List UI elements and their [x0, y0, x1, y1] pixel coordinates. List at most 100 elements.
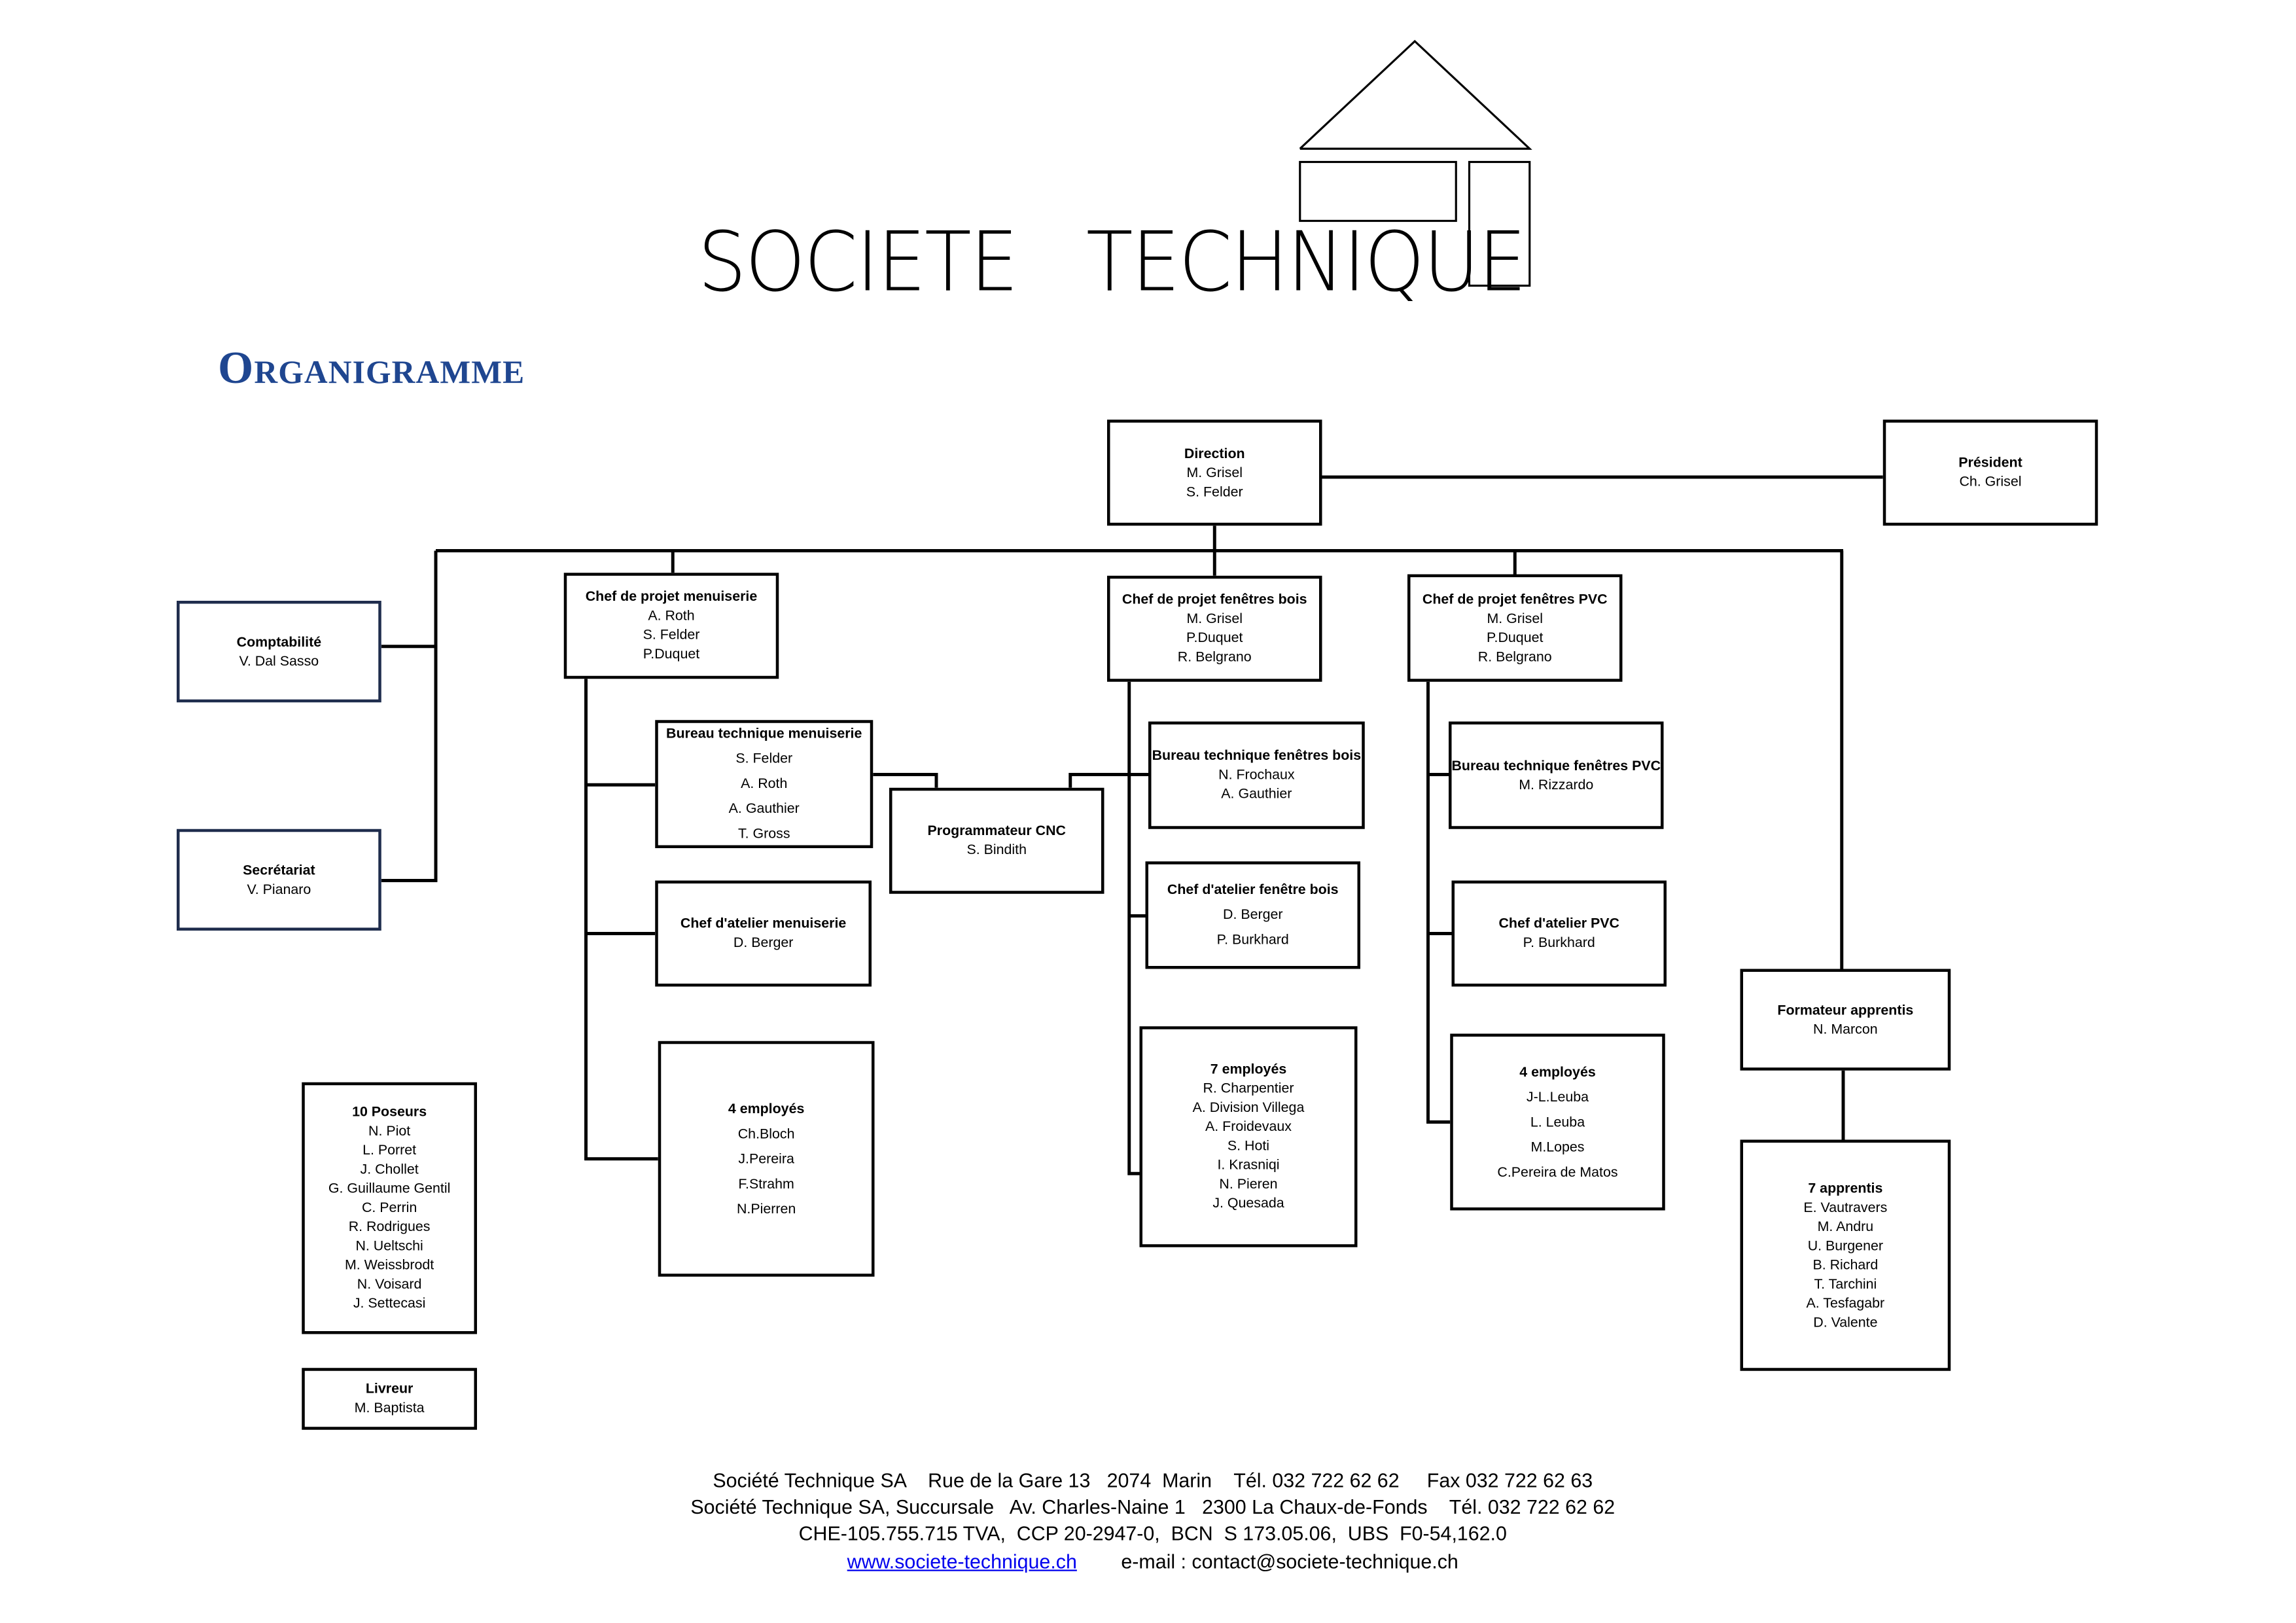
box-member-name: V. Dal Sasso	[239, 652, 319, 669]
box-member-name: A. Roth	[648, 608, 695, 624]
box-member-name: D. Valente	[1813, 1314, 1878, 1330]
box-member-name: N.Pierren	[736, 1200, 796, 1217]
box-member-name: R. Belgrano	[1477, 649, 1552, 665]
box-member-name: J-L.Leuba	[1526, 1088, 1589, 1105]
box-member-name: A. Division Villega	[1192, 1099, 1305, 1116]
box-member-name: N. Piot	[368, 1123, 411, 1140]
box-member-name: V. Pianaro	[247, 881, 311, 898]
box-title: Chef d'atelier menuiserie	[680, 916, 847, 933]
box-member-name: P.Duquet	[1487, 629, 1544, 646]
box-member-name: P.Duquet	[643, 646, 700, 663]
box-member-name: M. Grisel	[1186, 464, 1243, 481]
box-member-name: T. Gross	[737, 826, 790, 842]
company-logo-text: SOCIETE TECHNIQUE	[698, 215, 1527, 311]
org-box-bureau-pvc: Bureau technique fenêtres PVC M. Rizzardo	[1449, 721, 1664, 829]
footer-contact: www.societe-technique.ch e-mail : contac…	[564, 1550, 1742, 1573]
box-member-name: C. Perrin	[361, 1200, 417, 1217]
box-title: Président	[1958, 455, 2022, 471]
box-member-name: S. Felder	[735, 751, 793, 768]
footer-address-branch: Société Technique SA, Succursale Av. Cha…	[690, 1496, 1616, 1518]
org-box-direction: Direction M. Grisel S. Felder	[1107, 419, 1322, 526]
box-title: Chef de projet fenêtres PVC	[1422, 591, 1608, 608]
box-member-name: M. Baptista	[354, 1400, 425, 1417]
box-member-name: S. Bindith	[966, 842, 1027, 859]
box-title: 10 Poseurs	[352, 1104, 427, 1121]
box-title: Chef de projet fenêtres bois	[1122, 592, 1307, 609]
box-member-name: N. Voisard	[357, 1276, 422, 1293]
box-member-name: M. Rizzardo	[1519, 776, 1594, 793]
box-title: 4 employés	[728, 1100, 805, 1117]
org-box-secretariat: Secrétariat V. Pianaro	[177, 829, 381, 931]
box-member-name: J. Chollet	[360, 1162, 419, 1178]
box-member-name: N. Ueltschi	[355, 1238, 423, 1255]
box-title: Bureau technique fenêtres bois	[1152, 748, 1362, 764]
box-member-name: R. Charpentier	[1203, 1080, 1294, 1097]
box-title: Livreur	[365, 1381, 414, 1398]
box-title: Bureau technique fenêtres PVC	[1451, 757, 1661, 774]
box-title: Chef d'atelier fenêtre bois	[1167, 882, 1339, 899]
box-member-name: S. Hoti	[1227, 1138, 1270, 1154]
box-member-name: M.Lopes	[1530, 1139, 1585, 1156]
box-member-name: D. Berger	[1223, 907, 1283, 923]
box-member-name: E. Vautravers	[1803, 1199, 1888, 1216]
box-title: Chef d'atelier PVC	[1498, 916, 1619, 933]
box-member-name: R. Belgrano	[1177, 649, 1252, 666]
box-title: 7 employés	[1210, 1061, 1287, 1078]
box-member-name: N. Frochaux	[1218, 767, 1295, 783]
box-member-name: J. Settecasi	[353, 1296, 426, 1312]
box-member-name: P. Burkhard	[1523, 935, 1595, 952]
box-member-name: P. Burkhard	[1216, 932, 1289, 948]
page-title: Organigramme	[218, 342, 525, 393]
box-member-name: D. Berger	[733, 935, 794, 952]
box-member-name: A. Gauthier	[1221, 786, 1292, 803]
box-member-name: A. Gauthier	[728, 801, 800, 817]
box-member-name: M. Grisel	[1186, 611, 1243, 628]
box-member-name: B. Richard	[1812, 1257, 1879, 1274]
org-box-atelier-bois: Chef d'atelier fenêtre bois D. Berger P. B…	[1145, 861, 1360, 969]
box-member-name: U. Burgener	[1807, 1238, 1883, 1254]
box-member-name: Ch.Bloch	[737, 1126, 795, 1142]
box-member-name: M. Weissbrodt	[344, 1257, 434, 1274]
website-link[interactable]: www.societe-technique.ch	[847, 1550, 1077, 1573]
org-box-employes-bois: 7 employés R. Charpentier A. Division Vill…	[1139, 1026, 1358, 1247]
footer-address-main: Société Technique SA Rue de la Gare 13 2…	[713, 1469, 1593, 1492]
box-member-name: P.Duquet	[1186, 630, 1243, 647]
box-member-name: G. Guillaume Gentil	[328, 1181, 451, 1198]
email-text: e-mail : contact@societe-technique.ch	[1121, 1550, 1458, 1573]
box-member-name: S. Felder	[1186, 484, 1243, 500]
box-member-name: N. Marcon	[1813, 1021, 1878, 1038]
box-member-name: F.Strahm	[738, 1175, 794, 1192]
logo-window	[1299, 160, 1457, 223]
org-box-apprentis: 7 apprentis E. Vautravers M. Andru U. Burge…	[1740, 1139, 1951, 1371]
box-title: Bureau technique menuiserie	[666, 726, 862, 742]
box-member-name: C.Pereira de Matos	[1497, 1164, 1618, 1181]
box-member-name: S. Felder	[643, 627, 700, 644]
box-member-name: Ch. Grisel	[1959, 474, 2022, 491]
org-box-bureau-menuiserie: Bureau technique menuiserie S. Felder A. R…	[655, 720, 874, 848]
footer-bank-details: CHE-105.755.715 TVA, CCP 20-2947-0, BCN …	[798, 1522, 1507, 1545]
box-member-name: A. Froidevaux	[1205, 1119, 1292, 1135]
box-member-name: A. Roth	[741, 776, 788, 793]
box-title: 7 apprentis	[1808, 1180, 1883, 1197]
box-member-name: M. Grisel	[1487, 610, 1544, 627]
org-box-atelier-menuiserie: Chef d'atelier menuiserie D. Berger	[655, 880, 872, 987]
logo-door	[1468, 160, 1531, 287]
box-member-name: J. Quesada	[1212, 1196, 1284, 1212]
box-member-name: L. Leuba	[1530, 1114, 1585, 1130]
box-title: Direction	[1184, 445, 1245, 462]
box-title: Secrétariat	[243, 862, 315, 879]
box-member-name: N. Pieren	[1219, 1176, 1278, 1193]
box-member-name: M. Andru	[1817, 1218, 1874, 1235]
org-box-atelier-pvc: Chef d'atelier PVC P. Burkhard	[1451, 880, 1667, 987]
